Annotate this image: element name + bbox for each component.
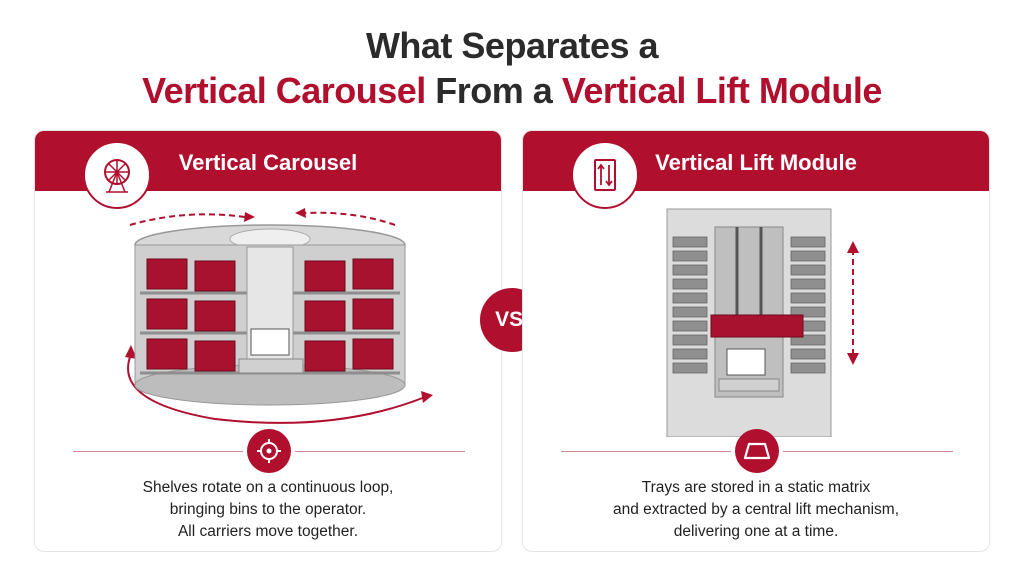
tray-icon — [735, 429, 779, 473]
vertical-carousel-panel: Vertical Carousel — [34, 130, 502, 552]
ferris-wheel-icon — [83, 141, 151, 209]
carousel-desc-line-1: Shelves rotate on a continuous loop, — [142, 479, 394, 496]
divider-left — [561, 451, 731, 452]
vlm-heading: Vertical Lift Module — [655, 150, 857, 175]
divider-left — [73, 451, 243, 452]
carousel-description: Shelves rotate on a continuous loop, bri… — [35, 477, 501, 543]
title-line-2: Vertical Carousel From a Vertical Lift M… — [0, 68, 1024, 114]
vlm-desc-line-3: delivering one at a time. — [673, 523, 839, 540]
vlm-desc-line-2: and extracted by a central lift mechanis… — [612, 501, 900, 518]
vlm-illustration — [666, 208, 859, 437]
page-title: What Separates a Vertical Carousel From … — [0, 24, 1024, 114]
vertical-lift-module-panel: Vertical Lift Module — [522, 130, 990, 552]
title-from: From a — [435, 70, 553, 111]
carousel-desc-line-2: bringing bins to the operator. — [169, 501, 367, 518]
vlm-desc-line-1: Trays are stored in a static matrix — [641, 479, 871, 496]
carousel-desc-line-3: All carriers move together. — [177, 523, 359, 540]
divider-right — [295, 451, 465, 452]
title-line-1: What Separates a — [365, 25, 659, 66]
title-carousel: Vertical Carousel — [142, 70, 426, 111]
title-vlm: Vertical Lift Module — [561, 70, 883, 111]
carousel-illustration — [125, 208, 433, 424]
vlm-description: Trays are stored in a static matrix and … — [523, 477, 989, 543]
vertical-arrows-icon — [571, 141, 639, 209]
divider-right — [783, 451, 953, 452]
rotation-target-icon — [247, 429, 291, 473]
carousel-heading: Vertical Carousel — [178, 150, 358, 175]
